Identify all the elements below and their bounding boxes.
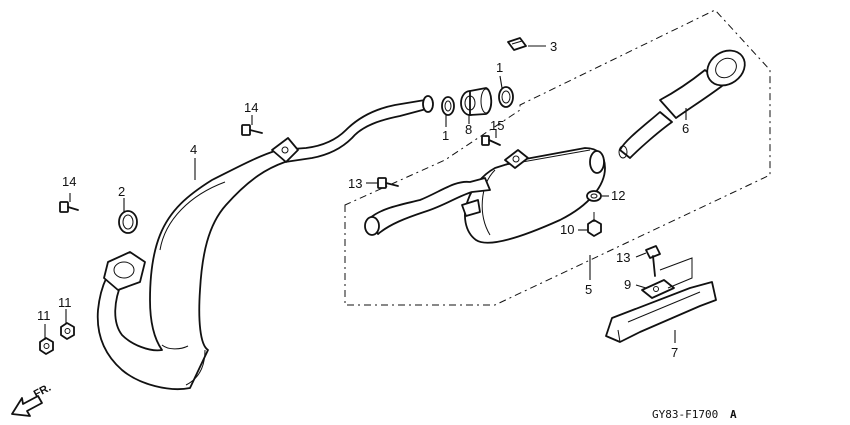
callout-labels: 1 8 1 15 3 6 4 2 14 14 11 11 13 12 10 13… — [37, 39, 689, 360]
spark-arrester[interactable] — [618, 43, 752, 159]
callout-14b: 14 — [244, 100, 258, 115]
diagram-code-text: GY83-F1700 — [652, 408, 718, 421]
callout-3: 3 — [550, 39, 557, 54]
assembly-boundary — [344, 9, 771, 306]
nut-10[interactable] — [587, 212, 602, 237]
callout-5: 5 — [585, 282, 592, 297]
leader-lines — [44, 45, 687, 343]
callout-13b: 13 — [616, 250, 630, 265]
gasket-1a[interactable] — [441, 96, 455, 116]
callout-1b: 1 — [496, 60, 503, 75]
diagram-code: GY83-F1700 A — [652, 408, 737, 421]
gasket-ring-2[interactable] — [118, 210, 138, 234]
callout-9: 9 — [624, 277, 631, 292]
direction-label: FR. — [32, 382, 53, 401]
washer-12[interactable] — [586, 190, 602, 202]
callout-15: 15 — [490, 118, 504, 133]
callout-11a: 11 — [37, 308, 51, 323]
front-direction-indicator: FR. — [11, 382, 53, 417]
callout-8: 8 — [465, 122, 472, 137]
clip-3[interactable] — [507, 37, 527, 51]
diagram-revision: A — [730, 408, 737, 421]
bolt-13b[interactable] — [645, 245, 661, 277]
bolt-13a[interactable] — [377, 177, 399, 189]
callout-6: 6 — [682, 121, 689, 136]
bolt-15[interactable] — [481, 135, 501, 146]
bolt-14b[interactable] — [241, 124, 263, 136]
gasket-1b[interactable] — [498, 86, 514, 108]
callout-10: 10 — [560, 222, 574, 237]
muffler-grommet-8[interactable] — [460, 87, 493, 116]
arrow-left-down-icon — [11, 395, 43, 417]
flange-nut-11a[interactable] — [39, 337, 54, 355]
exhaust-pipe[interactable] — [96, 95, 434, 390]
bracket-9[interactable] — [641, 279, 675, 299]
flange-nut-11b[interactable] — [60, 322, 75, 340]
callout-14a: 14 — [62, 174, 76, 189]
bracket-outline — [659, 257, 693, 289]
heat-protector[interactable] — [605, 281, 717, 343]
callout-2: 2 — [118, 184, 125, 199]
callout-7: 7 — [671, 345, 678, 360]
callout-13a: 13 — [348, 176, 362, 191]
muffler[interactable] — [364, 147, 606, 244]
bolt-14a[interactable] — [59, 201, 79, 213]
callout-12: 12 — [611, 188, 625, 203]
callout-11b: 11 — [58, 295, 72, 310]
callout-4: 4 — [190, 142, 197, 157]
callout-1a: 1 — [442, 128, 449, 143]
